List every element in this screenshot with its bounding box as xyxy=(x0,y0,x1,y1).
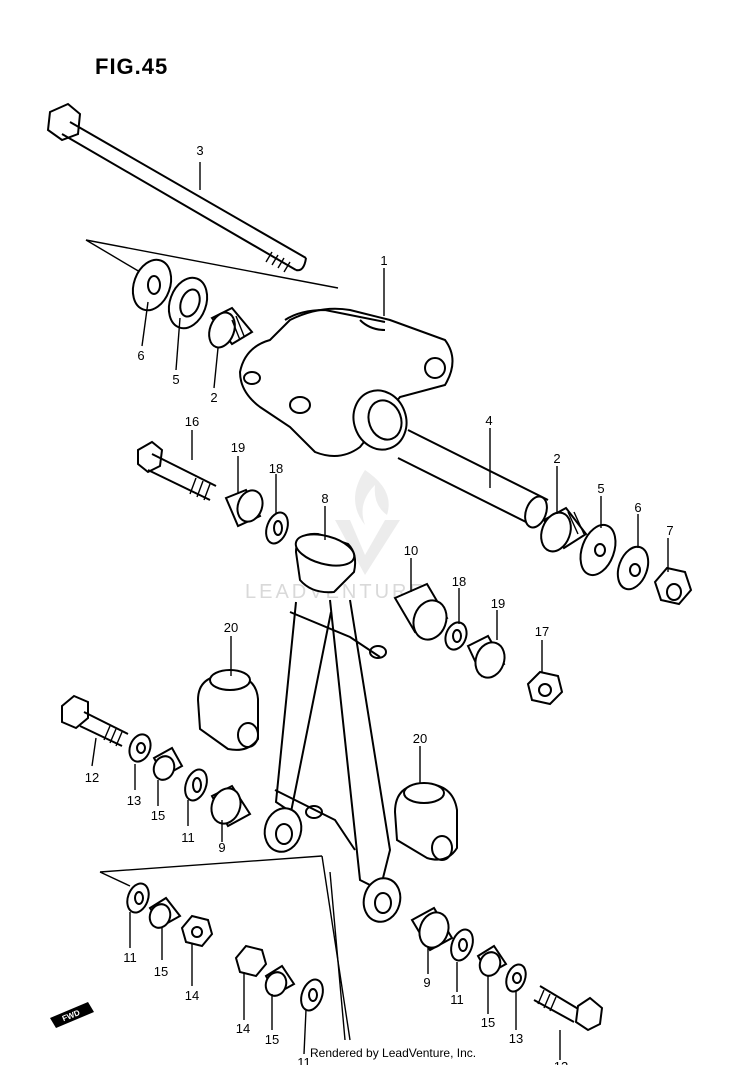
callout-leaders xyxy=(91,162,669,1060)
part-2-bearing-left xyxy=(208,306,254,349)
forward-direction-badge: FWD xyxy=(50,1002,94,1028)
callout-19-left: 19 xyxy=(231,440,245,455)
part-3-shaft xyxy=(46,102,307,273)
callout-11-upper-left: 11 xyxy=(181,830,195,845)
callout-4: 4 xyxy=(485,413,492,428)
part-16-bolt xyxy=(137,440,217,501)
part-7-nut xyxy=(653,566,693,606)
part-20-seal-right xyxy=(393,782,458,861)
callout-2-left: 2 xyxy=(210,390,217,405)
part-19-collar-left xyxy=(224,488,264,528)
callout-labels: 1 2 2 3 4 5 5 6 6 7 8 9 9 10 11 11 11 11… xyxy=(85,143,674,1065)
callout-7: 7 xyxy=(666,523,673,538)
part-18-washer-left xyxy=(265,511,289,545)
part-15-collar-right xyxy=(476,944,508,977)
callout-16: 16 xyxy=(185,414,199,429)
part-12-bolt-right xyxy=(533,985,604,1032)
callout-15-upper-left: 15 xyxy=(151,808,165,823)
callout-13-right: 13 xyxy=(509,1031,523,1046)
part-15-collar-bottom xyxy=(264,964,296,997)
callout-2-right: 2 xyxy=(553,451,560,466)
part-15-collar-lower-left xyxy=(148,896,182,929)
callout-10: 10 xyxy=(404,543,418,558)
part-6-washer-left xyxy=(131,258,173,312)
callout-5-right: 5 xyxy=(597,481,604,496)
part-9-spacer-right xyxy=(410,906,454,952)
part-11-washer-right xyxy=(450,928,474,962)
part-11-washer-lower-left xyxy=(126,882,150,914)
part-11-washer-upper-left xyxy=(184,768,208,802)
part-14-nut-bottom xyxy=(234,944,268,978)
callout-15-lower-left: 15 xyxy=(154,964,168,979)
part-17-nut xyxy=(526,670,564,706)
part-19-collar-right xyxy=(466,634,506,679)
callout-1: 1 xyxy=(380,253,387,268)
callout-6-left: 6 xyxy=(137,348,144,363)
callout-20-left: 20 xyxy=(224,620,238,635)
callout-6-right: 6 xyxy=(634,500,641,515)
part-8-cushion-rod xyxy=(263,532,402,923)
callout-14-bottom: 14 xyxy=(236,1021,250,1036)
callout-18-right: 18 xyxy=(452,574,466,589)
part-5-seal-right xyxy=(579,523,617,577)
part-18-washer-right xyxy=(444,621,468,651)
callout-9-right: 9 xyxy=(423,975,430,990)
part-12-bolt-left xyxy=(61,694,129,747)
callout-12-right: 12 xyxy=(554,1059,568,1065)
callout-15-bottom: 15 xyxy=(265,1032,279,1047)
callout-14-left: 14 xyxy=(185,988,199,1003)
callout-12-left: 12 xyxy=(85,770,99,785)
part-15-collar-upper-left xyxy=(152,746,184,781)
watermark-logo xyxy=(335,470,400,575)
part-2-bearing-right xyxy=(540,506,588,553)
guide-lines xyxy=(85,239,351,1041)
callout-19-right: 19 xyxy=(491,596,505,611)
part-9-spacer-left xyxy=(210,784,252,828)
part-1-cushion-lever xyxy=(238,307,454,457)
callout-18-left: 18 xyxy=(269,461,283,476)
callout-11-right: 11 xyxy=(450,992,464,1007)
callout-3: 3 xyxy=(196,143,203,158)
part-14-nut-left xyxy=(180,914,214,948)
callout-11-lower-left: 11 xyxy=(123,950,137,965)
part-6-washer-right xyxy=(616,545,650,591)
part-11-washer-bottom xyxy=(300,978,324,1012)
part-20-seal-left xyxy=(196,669,259,751)
part-4-collar xyxy=(397,429,549,529)
callout-15-right: 15 xyxy=(481,1015,495,1030)
callout-13-left: 13 xyxy=(127,793,141,808)
callout-9-left: 9 xyxy=(218,840,225,855)
figure-title: FIG.45 xyxy=(95,54,169,79)
callout-5-left: 5 xyxy=(172,372,179,387)
callout-8: 8 xyxy=(321,491,328,506)
render-credit: Rendered by LeadVenture, Inc. xyxy=(310,1046,477,1060)
part-13-washer-right xyxy=(505,963,527,993)
part-13-washer-left xyxy=(128,733,152,763)
part-10-spacer xyxy=(393,582,449,641)
callout-11-bottom: 11 xyxy=(297,1055,311,1065)
callout-17: 17 xyxy=(535,624,549,639)
callout-20-right: 20 xyxy=(413,731,427,746)
